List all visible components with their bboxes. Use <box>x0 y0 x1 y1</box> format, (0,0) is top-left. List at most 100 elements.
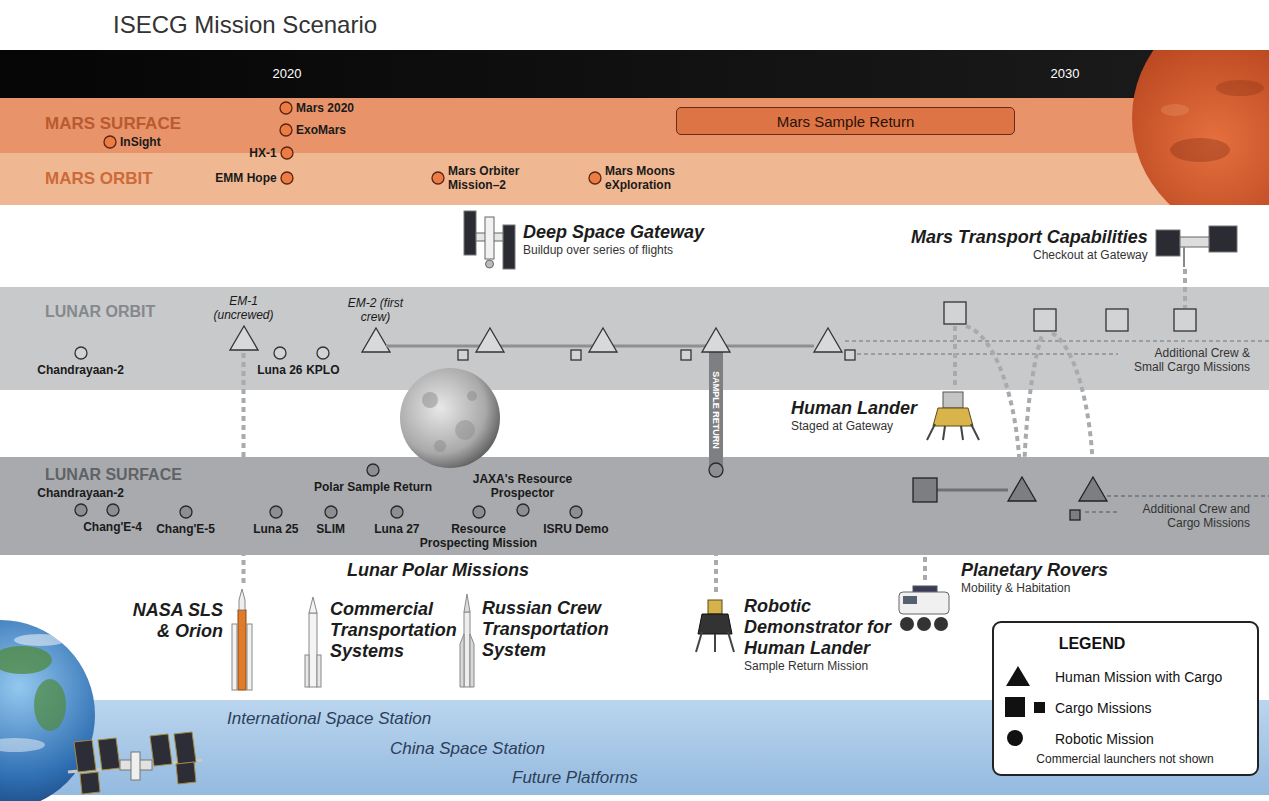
space-station-illustration <box>74 740 96 772</box>
label-anchor: LEGEND <box>1059 634 1126 653</box>
mission-label: Luna 27 <box>374 522 419 536</box>
mission-marker: Chang'E-5 <box>156 505 216 536</box>
surface-timeline <box>1070 510 1080 520</box>
mission-dot <box>325 506 337 518</box>
legend-box <box>993 622 1258 775</box>
shape-icon <box>279 101 293 115</box>
free-label: Future Platforms <box>512 768 638 788</box>
shape-icon <box>431 171 445 185</box>
shape-icon <box>316 346 330 360</box>
mission-label: HX-1 <box>249 146 276 160</box>
heading-label: Russian Crew Transportation System <box>482 598 616 661</box>
mission-marker: Chandrayaan-2 <box>37 346 125 377</box>
cargo-square <box>681 350 691 360</box>
crew-capsule <box>239 589 245 610</box>
cargo-square <box>571 350 581 360</box>
mission-marker: Luna 26 <box>256 346 303 377</box>
free-label: Additional Crew & Small Cargo Missions <box>1130 346 1250 375</box>
label-anchor: Lunar Polar Missions <box>347 560 529 582</box>
gateway-illustration <box>462 207 517 272</box>
orbit-timeline <box>386 345 814 348</box>
cargo-square <box>1034 309 1056 331</box>
mission-marker: InSight <box>103 135 162 149</box>
mission-dot <box>75 504 87 516</box>
solar-panel <box>1156 230 1180 256</box>
text-stack: Commercial Transportation Systems <box>330 599 464 662</box>
mission-label: SLIM <box>316 522 345 536</box>
dashed-path <box>923 503 927 582</box>
mission-dot <box>570 506 582 518</box>
space-station-illustration <box>131 752 140 780</box>
moon-picture <box>455 420 475 440</box>
soyuz-illustration <box>458 592 476 690</box>
shape-icon <box>366 463 380 477</box>
cargo-square <box>458 350 468 360</box>
booster <box>232 624 237 690</box>
text-stack: Russian Crew Transportation System <box>482 598 616 661</box>
shape-icon <box>280 171 294 185</box>
shape-icon <box>324 505 338 519</box>
heading-label: Commercial Transportation Systems <box>330 599 464 662</box>
mars-planet <box>1132 50 1269 205</box>
lander-body <box>698 614 732 634</box>
free-label: Commercial launchers not shown <box>1036 752 1213 766</box>
legend-symbol <box>1005 697 1025 717</box>
descent-stage <box>933 408 973 426</box>
mission-marker: JAXA's Resource Prospector <box>468 472 577 517</box>
mission-triangle <box>362 328 390 352</box>
shape-icon <box>588 171 602 185</box>
shape-icon <box>516 503 530 517</box>
human-mission-triangle <box>589 328 617 352</box>
earth-planet <box>0 620 95 801</box>
free-label: 2030 <box>1051 66 1080 82</box>
band-label: LUNAR ORBIT <box>45 303 155 321</box>
text-stack: Planetary RoversMobility & Habitation <box>961 560 1108 596</box>
node-subtitle: Sample Return Mission <box>744 659 868 674</box>
robo-illustration <box>694 596 736 656</box>
lander-illustration <box>923 388 983 443</box>
region-band: LUNAR SURFACEChandrayaan-2Chang'E-4Chang… <box>0 457 1269 555</box>
label-anchor: Additional Crew & Small Cargo Missions <box>1130 346 1250 375</box>
moon-picture <box>400 368 500 468</box>
dashed-path <box>1024 333 1043 475</box>
surface-timeline <box>1079 477 1107 501</box>
illustrated-node: Mars Transport CapabilitiesCheckout at G… <box>911 222 1240 267</box>
illustrated-node: Planetary RoversMobility & Habitation <box>893 560 1110 636</box>
mission-label: Chang'E-5 <box>156 522 215 536</box>
mission-label: Mars Sample Return <box>777 113 915 130</box>
rover-window <box>903 596 917 604</box>
legend-row: Human Mission with Cargo <box>1055 668 1222 686</box>
legend-label: Robotic Mission <box>1055 731 1154 747</box>
free-label: China Space Station <box>390 739 545 759</box>
rocket-nose <box>309 597 317 613</box>
mission-dot <box>281 147 293 159</box>
legend-symbol <box>1006 666 1030 686</box>
space-station-illustration <box>120 760 152 770</box>
mission-label: ExoMars <box>296 123 346 137</box>
legend-label: Human Mission with Cargo <box>1055 669 1222 685</box>
mission-label: Chandrayaan-2 <box>37 486 124 500</box>
space-station-illustration <box>80 772 100 794</box>
ground-band <box>0 700 1269 795</box>
mission-dot <box>367 464 379 476</box>
cargo-square <box>944 302 966 324</box>
rocket-nose <box>464 594 470 612</box>
label-anchor: International Space Station <box>227 709 431 729</box>
surface-timeline <box>937 489 1008 492</box>
orbit-timeline <box>850 353 1118 355</box>
mission-marker: ExoMars <box>279 123 348 137</box>
mission-dot <box>317 347 329 359</box>
mission-dot <box>281 172 293 184</box>
label-anchor: China Space Station <box>390 739 545 759</box>
moon-picture <box>434 440 446 452</box>
shape-icon <box>179 505 193 519</box>
booster <box>470 634 474 687</box>
heading-label: Mars Transport Capabilities <box>911 227 1148 248</box>
mars-planet <box>1132 50 1269 205</box>
surface-timeline <box>1008 477 1036 501</box>
shape-icon <box>74 503 88 517</box>
mission-dot <box>104 136 116 148</box>
payload-module <box>708 600 722 614</box>
free-label: SAMPLE RETURN <box>711 371 722 449</box>
